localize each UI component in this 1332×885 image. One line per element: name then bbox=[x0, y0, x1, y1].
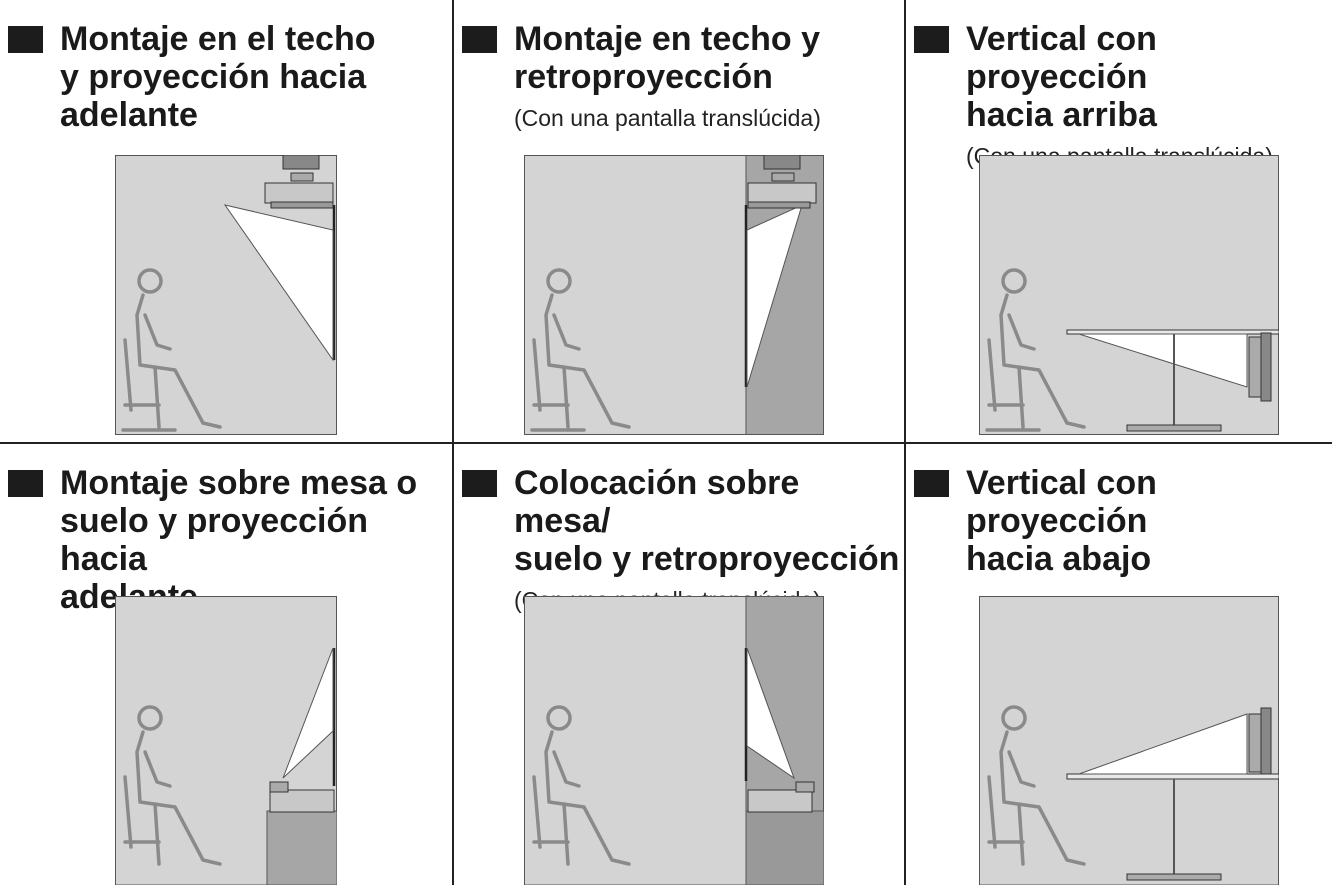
panel-heading: Vertical con proyección hacia arriba (Co… bbox=[914, 20, 1328, 170]
panel-vertical-up: Vertical con proyección hacia arriba (Co… bbox=[906, 0, 1332, 442]
room-illustration bbox=[524, 596, 824, 885]
panel-title: Montaje en techo y retroproyección bbox=[514, 20, 821, 96]
panel-title: Montaje en el techo y proyección hacia a… bbox=[60, 20, 376, 134]
panel-heading: Montaje sobre mesa o suelo y proyección … bbox=[8, 464, 448, 616]
panel-vertical-down: Vertical con proyección hacia abajo bbox=[906, 444, 1332, 885]
panel-ceiling-rear: Montaje en techo y retroproyección (Con … bbox=[454, 0, 904, 442]
room-illustration bbox=[979, 596, 1279, 885]
panel-title: Vertical con proyección hacia abajo bbox=[966, 464, 1157, 578]
panel-ceiling-front: Montaje en el techo y proyección hacia a… bbox=[0, 0, 452, 442]
bullet-square-icon bbox=[462, 26, 497, 53]
bullet-square-icon bbox=[8, 26, 43, 53]
panel-heading: Colocación sobre mesa/ suelo y retroproy… bbox=[462, 464, 900, 614]
panel-title: Colocación sobre mesa/ suelo y retroproy… bbox=[514, 464, 900, 578]
panel-title: Montaje sobre mesa o suelo y proyección … bbox=[60, 464, 418, 616]
divider bbox=[0, 442, 1332, 444]
bullet-square-icon bbox=[914, 470, 949, 497]
room-illustration bbox=[115, 596, 337, 885]
bullet-square-icon bbox=[8, 470, 43, 497]
panel-floor-rear: Colocación sobre mesa/ suelo y retroproy… bbox=[454, 444, 904, 885]
bullet-square-icon bbox=[462, 470, 497, 497]
panel-heading: Montaje en el techo y proyección hacia a… bbox=[8, 20, 448, 134]
room-illustration bbox=[115, 155, 337, 435]
room-illustration bbox=[524, 155, 824, 435]
bullet-square-icon bbox=[914, 26, 949, 53]
panel-floor-front: Montaje sobre mesa o suelo y proyección … bbox=[0, 444, 452, 885]
panel-note: (Con una pantalla translúcida) bbox=[514, 105, 821, 131]
room-illustration bbox=[979, 155, 1279, 435]
panel-heading: Vertical con proyección hacia abajo bbox=[914, 464, 1328, 578]
panel-heading: Montaje en techo y retroproyección (Con … bbox=[462, 20, 900, 132]
panel-title: Vertical con proyección hacia arriba bbox=[966, 20, 1157, 134]
